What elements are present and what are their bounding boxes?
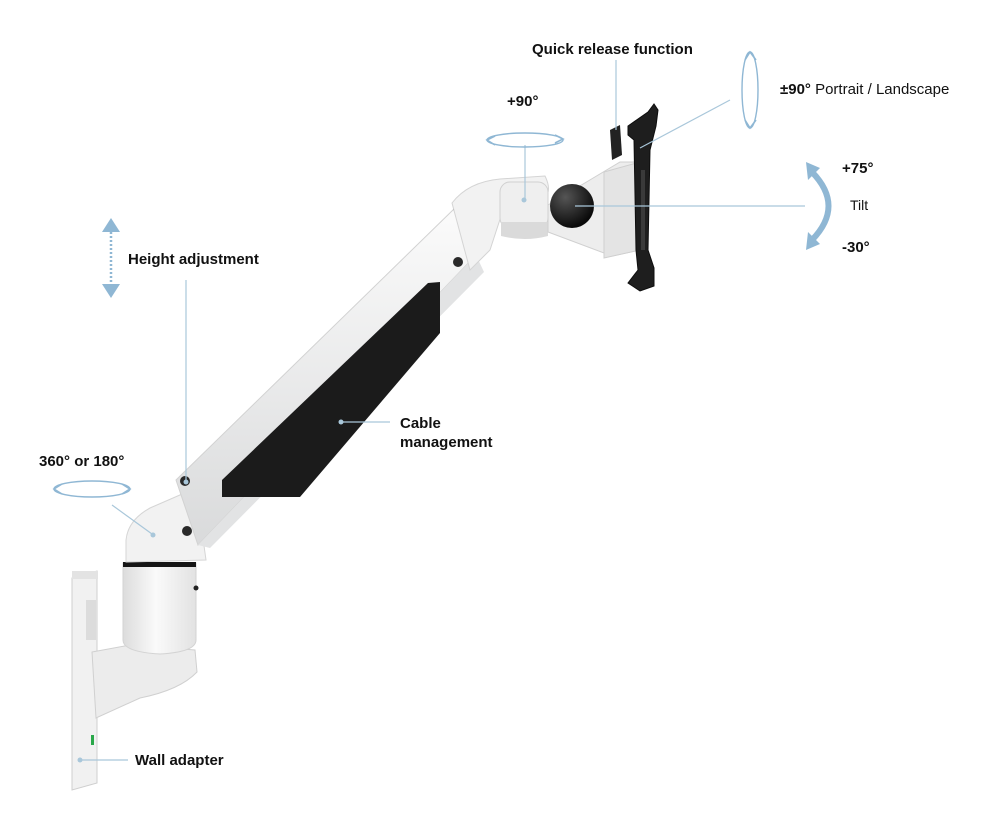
- label-quick-release: Quick release function: [532, 41, 693, 58]
- callout-portrait: [639, 99, 731, 149]
- lower-arm: [175, 203, 484, 548]
- callout-swivel: [111, 504, 153, 535]
- wall-adapter-indicator: [91, 735, 94, 745]
- wall-bracket: [91, 644, 198, 719]
- ball-joint: [550, 184, 594, 228]
- tilt-arrow: [806, 162, 832, 250]
- pivot-screw-2: [182, 526, 192, 536]
- label-tilt: Tilt: [850, 197, 869, 213]
- label-cable-line1: Cable: [400, 415, 441, 432]
- tilt-head: [547, 161, 641, 259]
- label-swivel-base: 360° or 180°: [39, 453, 125, 470]
- upper-elbow: [451, 175, 549, 271]
- vesa-plate: [610, 103, 659, 292]
- swivel-arrow: [52, 480, 132, 498]
- label-height-adjustment: Height adjustment: [128, 251, 259, 268]
- label-tilt-up: +75°: [842, 160, 874, 177]
- label-rotate-90: +90°: [507, 93, 539, 110]
- pivot-screw-4: [453, 257, 463, 267]
- rotate-arrow: [485, 132, 565, 148]
- label-portrait-text: Portrait / Landscape: [810, 81, 950, 98]
- label-portrait-landscape: ±90° Portrait / Landscape: [780, 80, 949, 99]
- label-portrait-value: ±90°: [780, 81, 811, 98]
- callout-lines: [80, 60, 805, 761]
- label-wall-adapter: Wall adapter: [135, 752, 224, 769]
- label-cable-line2: management: [400, 434, 493, 451]
- cable-cover: [222, 282, 440, 497]
- label-tilt-down: -30°: [842, 239, 870, 256]
- height-arrow: [102, 218, 120, 298]
- portrait-arrow: [741, 50, 759, 130]
- wall-plate: [71, 570, 98, 791]
